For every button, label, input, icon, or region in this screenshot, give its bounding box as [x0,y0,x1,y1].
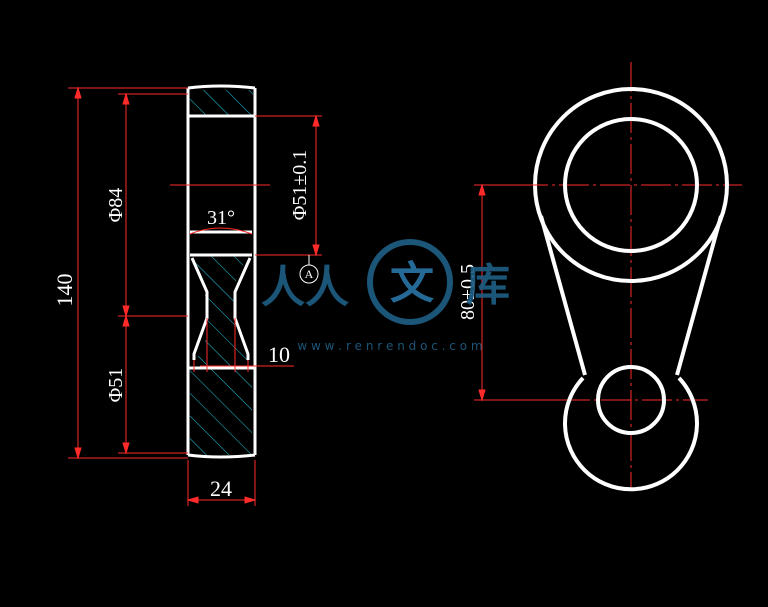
dim-label-width: 24 [210,476,232,501]
watermark-ring [367,239,453,325]
dim-width-24 [186,460,257,506]
front-centerlines [518,62,742,490]
dim-label-dia-51: Φ51 [105,368,127,403]
dim-label-angle: 31° [207,207,235,229]
dim-dia-51 [118,314,188,455]
small-boss-arc [563,376,699,492]
front-view: 80±0.5 [457,62,742,492]
dim-depth-10 [193,318,294,372]
datum-label: A [305,267,314,281]
section-view: 140 Φ84 Φ51 Φ51±0.1 [52,84,322,506]
dim-label-center-distance: 80±0.5 [457,264,479,320]
hatch-top [190,90,253,116]
watermark-url: w w w . r e n r e n d o c . c o m [297,339,482,353]
dim-label-depth: 10 [268,342,290,367]
dim-label-dia-51-tol: Φ51±0.1 [289,150,311,221]
watermark-char-right: 库 [466,260,510,311]
dim-height-140 [68,86,188,460]
dim-label-140: 140 [52,274,77,307]
dim-dia-84 [118,92,188,318]
dim-dia-51-tol [255,114,322,257]
dim-center-distance [474,183,560,402]
hatch-bottom [190,255,252,455]
tangent-left [539,215,587,376]
dim-angle-31 [189,227,253,235]
small-inner-circle [596,365,666,435]
watermark-chars-left: 人人 [261,262,349,313]
watermark: 人人 文 库 w w w . r e n r e n d o c . c o m [261,239,510,353]
large-inner-circle [563,117,699,253]
dim-label-dia-84: Φ84 [105,188,127,223]
tangent-right [675,215,723,376]
watermark-char-mid: 文 [390,258,434,309]
datum-a [299,255,319,284]
